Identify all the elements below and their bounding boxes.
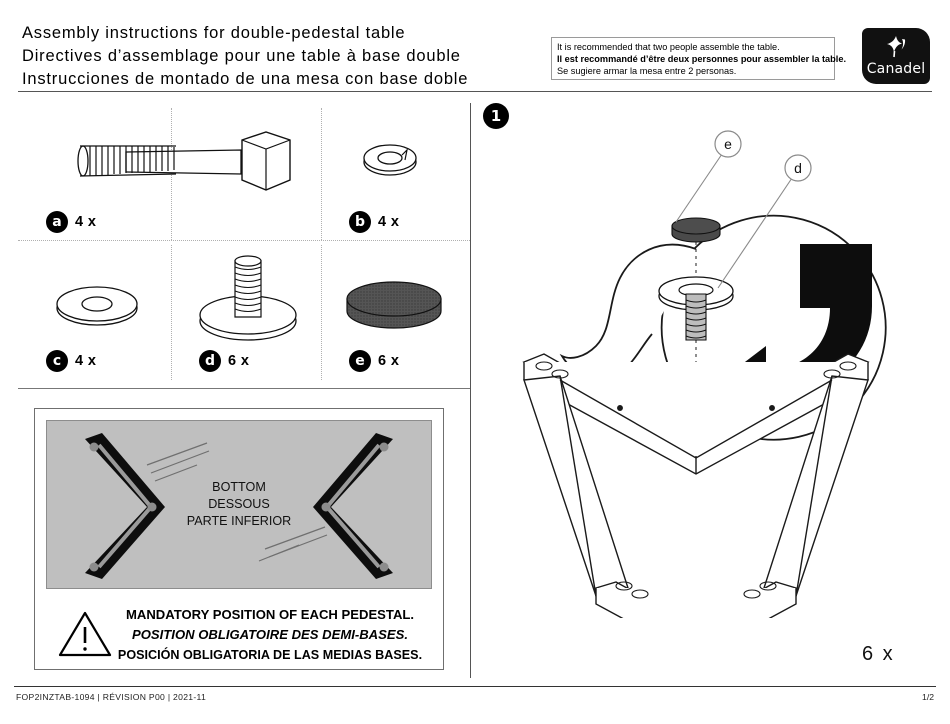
callout-circle-e [714,130,742,158]
part-label-b: b 4 x [349,211,399,233]
callout-labels: e d [675,130,812,289]
document-header: Assembly instructions for double-pedesta… [0,0,950,92]
part-art-c [18,251,171,343]
bottom-figure-labels: BOTTOM DESSOUS PARTE INFERIOR [47,479,431,530]
callout-circle-d [784,154,812,182]
warning-line-en: MANDATORY POSITION OF EACH PEDESTAL. [125,607,415,622]
part-badge-e: e [349,350,371,372]
part-badge-b: b [349,211,371,233]
title-line-fr: Directives d’assemblage pour une table à… [22,47,461,65]
left-pedestal-shape [85,433,165,579]
part-count-c: 4 x [75,353,97,369]
part-cell-b: b 4 x [321,108,470,247]
footer-revision: RÉVISION P00 [102,692,166,702]
footer-divider [14,686,936,687]
part-badge-d: d [199,350,221,372]
part-count-d: 6 x [228,353,250,369]
recommendation-line-es: Se sugiere armar la mesa entre 2 persona… [557,66,737,77]
footer-page-number: 1/2 [922,692,934,702]
part-cell-c: c 4 x [18,247,171,386]
part-count-b: 4 x [378,214,400,230]
sheen-lines [146,442,328,562]
footer-document-code: FOP2INZTAB-1094 [16,692,95,702]
figure-label-es: PARTE INFERIOR [186,514,292,528]
canadel-logo: Canadel [862,28,930,84]
parts-legend: a 4 x b 4 x [18,108,470,386]
warning-triangle-icon [58,611,112,657]
mandatory-position-panel: BOTTOM DESSOUS PARTE INFERIOR MANDATORY … [34,408,444,670]
footer-sep-2: | [165,692,174,702]
parts-grid-vline-2 [321,108,322,240]
column-divider [470,103,471,678]
recommendation-box: It is recommended that two people assemb… [551,37,846,80]
part-cell-d: d 6 x [171,247,321,386]
part-art-e [321,251,470,343]
part-label-c: c 4 x [46,350,96,372]
title-block: Assembly instructions for double-pedesta… [22,22,492,91]
part-art-d [171,251,321,343]
figure-label-fr: DESSOUS [208,497,270,511]
pedestal-position-figure: BOTTOM DESSOUS PARTE INFERIOR [46,420,432,589]
warning-text-block: MANDATORY POSITION OF EACH PEDESTAL. POS… [107,605,433,665]
parts-row-2: c 4 x d [18,247,470,386]
footer-date: 2021-11 [173,692,207,702]
lock-washer-icon [363,144,417,176]
warning-line-es: POSICIÓN OBLIGATORIA DE LAS MEDIAS BASES… [117,648,423,662]
callout-leader-d [717,177,793,289]
callout-leader-e [675,153,723,223]
leveler-part [658,276,734,341]
figure-label-en: BOTTOM [212,480,266,494]
part-badge-a: a [46,211,68,233]
part-art-b [321,112,470,204]
step-1-illustration: e d [500,118,940,659]
callout-text-e: e [724,136,732,152]
pedestal-assembly-drawing: e d [522,130,887,659]
part-label-d: d 6 x [199,350,249,372]
title-line-es: Instrucciones de montado de una mesa con… [22,70,469,88]
part-label-e: e 6 x [349,350,399,372]
flat-washer-icon [56,286,138,326]
callout-text-d: d [794,160,802,176]
part-cell-e: e 6 x [321,247,470,386]
parts-section-divider [18,388,470,389]
hex-bolt-icon [77,131,291,191]
part-count-a: 4 x [75,214,97,230]
part-cell-a: a 4 x [18,108,321,247]
part-label-a: a 4 x [46,211,96,233]
warning-line-fr: POSITION OBLIGATOIRE DES DEMI-BASES. [132,627,408,642]
parts-grid-vline-4 [321,245,322,380]
footer-sep-1: | [94,692,103,702]
felt-pad-part [671,217,721,243]
title-line-en: Assembly instructions for double-pedesta… [22,24,406,42]
step-quantity-label: 6 x [862,643,895,665]
leveler-glide-icon [199,255,297,341]
parts-row-1: a 4 x b 4 x [18,108,470,247]
part-art-a [18,112,321,204]
parts-grid-hline [18,240,470,241]
recommendation-line-fr: Il est recommandé d’être deux personnes … [557,54,846,65]
footer-document-info: FOP2INZTAB-1094 | RÉVISION P00 | 2021-11 [16,692,206,702]
logo-wordmark: Canadel [866,61,926,77]
parts-grid-vline-3 [171,245,172,380]
part-count-e: 6 x [378,353,400,369]
screw-holes [535,361,857,599]
recommendation-line-en: It is recommended that two people assemb… [557,42,780,52]
header-divider [18,91,932,92]
felt-pad-icon [346,281,442,329]
step-number-badge: 1 [483,103,509,129]
leaf-icon [887,36,906,58]
pedestal-position-diagram [85,433,393,579]
pedestal-leg-drawing [522,353,870,659]
part-badge-c: c [46,350,68,372]
right-pedestal-shape [313,433,393,579]
